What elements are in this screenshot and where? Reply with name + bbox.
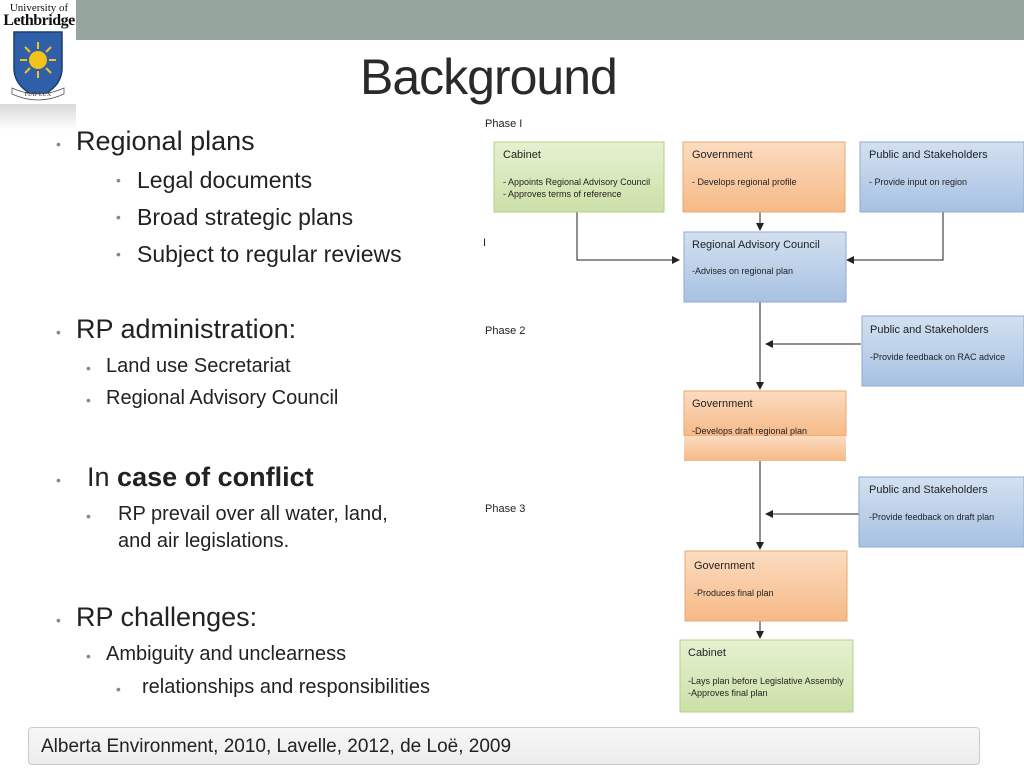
shield-icon: FIAT LUX bbox=[11, 31, 65, 101]
phase1-label: Phase I bbox=[485, 118, 522, 130]
node-government-2: Government -Develops draft regional plan bbox=[683, 390, 847, 437]
node-line: - Provide input on region bbox=[869, 177, 967, 187]
node-line: -Approves final plan bbox=[688, 688, 768, 698]
node-title: Government bbox=[692, 149, 753, 161]
bullet-relationships: relationships and responsibilities bbox=[142, 676, 430, 698]
connector-pub-rac bbox=[846, 212, 944, 264]
case-conflict-text: case of conflict bbox=[117, 462, 314, 492]
node-line: - Appoints Regional Advisory Council bbox=[503, 177, 650, 187]
logo-motto: FIAT LUX bbox=[25, 92, 52, 98]
citation-footer: Alberta Environment, 2010, Lavelle, 2012… bbox=[28, 727, 980, 765]
bullet-dot: • bbox=[86, 360, 91, 376]
flowchart: Phase I I Phase 2 Phase 3 Cabinet - Appo… bbox=[483, 118, 1024, 713]
bullet-legal-documents: Legal documents bbox=[137, 167, 313, 193]
bullet-case-conflict: In case of conflict bbox=[87, 462, 314, 493]
bullet-dot: • bbox=[116, 246, 121, 262]
node-title: Regional Advisory Council bbox=[692, 239, 820, 251]
bullet-land-use: Land use Secretariat bbox=[106, 355, 291, 377]
bullet-rac: Regional Advisory Council bbox=[106, 387, 339, 409]
bullet-dot: • bbox=[56, 136, 61, 152]
node-government-3: Government -Produces final plan bbox=[684, 550, 848, 622]
logo-shadow bbox=[0, 104, 76, 130]
node-line: -Provide feedback on draft plan bbox=[869, 512, 994, 522]
logo-line1: University of bbox=[9, 2, 69, 14]
bullet-ambiguity: Ambiguity and unclearness bbox=[106, 643, 347, 665]
node-line: - Approves terms of reference bbox=[503, 189, 622, 199]
bullet-dot: • bbox=[56, 324, 61, 340]
bullet-rp-prevail-line2: and air legislations. bbox=[118, 530, 290, 552]
bullet-dot: • bbox=[86, 508, 91, 524]
node-line: -Advises on regional plan bbox=[692, 266, 793, 276]
node-title: Cabinet bbox=[503, 149, 541, 161]
node-regional-advisory-council: Regional Advisory Council -Advises on re… bbox=[683, 231, 847, 303]
node-cabinet-2: Cabinet -Lays plan before Legislative As… bbox=[679, 639, 854, 713]
node-cabinet-1: Cabinet - Appoints Regional Advisory Cou… bbox=[493, 141, 665, 213]
bullet-dot: • bbox=[86, 392, 91, 408]
node-line: -Produces final plan bbox=[694, 588, 774, 598]
phase2-label: Phase 2 bbox=[485, 325, 525, 337]
node-title: Public and Stakeholders bbox=[870, 324, 989, 336]
bullet-regional-plans: Regional plans bbox=[76, 126, 255, 156]
bullet-dot: • bbox=[116, 209, 121, 225]
node-title: Public and Stakeholders bbox=[869, 149, 988, 161]
page-title: Background bbox=[360, 49, 618, 105]
node-title: Cabinet bbox=[688, 647, 726, 659]
node-line: -Develops draft regional plan bbox=[692, 426, 807, 436]
bullet-dot: • bbox=[56, 612, 61, 628]
node-public-3: Public and Stakeholders -Provide feedbac… bbox=[858, 476, 1024, 548]
university-logo: University of Lethbridge FIAT LUX bbox=[0, 0, 76, 104]
bullet-dot: • bbox=[56, 472, 61, 488]
node-title: Government bbox=[694, 560, 755, 572]
bullet-dot: • bbox=[86, 648, 91, 664]
citation-text: Alberta Environment, 2010, Lavelle, 2012… bbox=[41, 736, 512, 757]
node-public-2: Public and Stakeholders -Provide feedbac… bbox=[861, 315, 1024, 387]
logo-line2: Lethbridge bbox=[3, 12, 75, 29]
bullet-dot: • bbox=[116, 172, 121, 188]
phase-marker: I bbox=[483, 237, 486, 249]
node-title: Government bbox=[692, 398, 753, 410]
phase3-label: Phase 3 bbox=[485, 503, 525, 515]
bullet-rp-admin: RP administration: bbox=[76, 314, 297, 344]
node-government-1: Government - Develops regional profile bbox=[682, 141, 846, 213]
top-banner bbox=[0, 0, 1024, 40]
node-line: -Provide feedback on RAC advice bbox=[870, 352, 1005, 362]
node-title: Public and Stakeholders bbox=[869, 484, 988, 496]
node-government-2-base bbox=[684, 436, 846, 461]
bullet-rp-challenges: RP challenges: bbox=[76, 602, 258, 632]
bullet-subject-reviews: Subject to regular reviews bbox=[137, 241, 402, 267]
connector-cabinet-rac bbox=[576, 212, 680, 264]
node-line: -Lays plan before Legislative Assembly bbox=[688, 676, 844, 686]
node-line: - Develops regional profile bbox=[692, 177, 797, 187]
bullet-broad-strategic: Broad strategic plans bbox=[137, 204, 354, 230]
bullet-dot: • bbox=[116, 681, 121, 697]
node-public-1: Public and Stakeholders - Provide input … bbox=[859, 141, 1024, 213]
in-text: In bbox=[87, 462, 110, 492]
bullet-rp-prevail-line1: RP prevail over all water, land, bbox=[118, 503, 388, 525]
